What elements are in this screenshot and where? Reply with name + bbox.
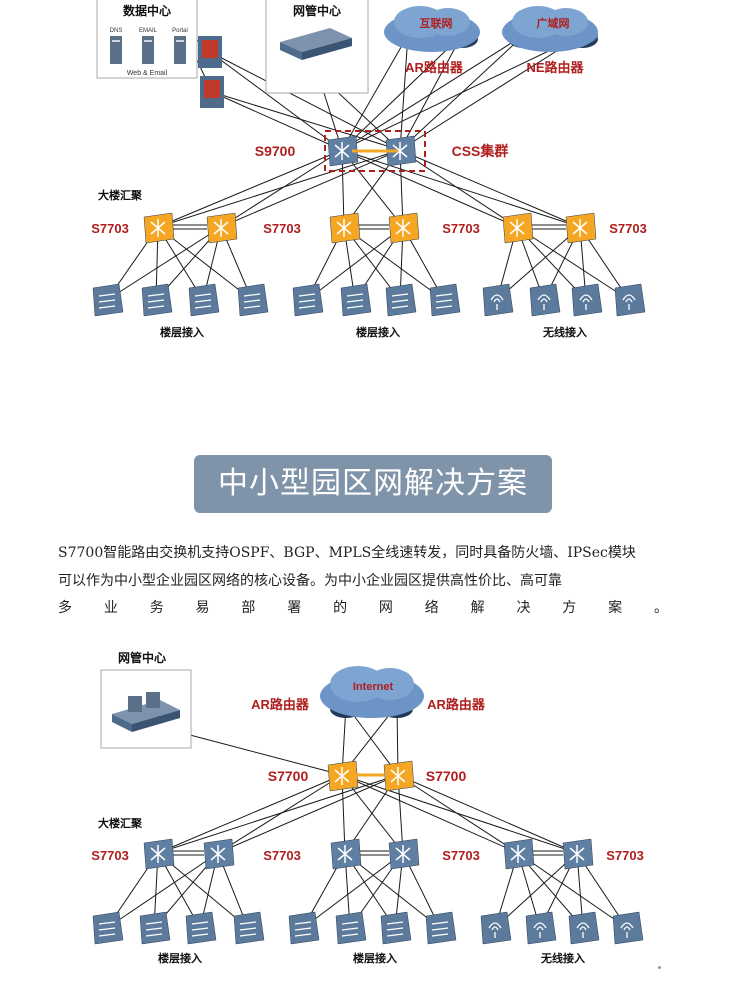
nms-title: 网管中心	[118, 650, 166, 665]
nms-server-icon	[280, 28, 352, 60]
access-switch-icon	[233, 911, 265, 945]
agg-label-3: S7703	[442, 848, 480, 863]
access-switch-icon	[185, 911, 217, 945]
core-right-label: S7700	[426, 768, 467, 784]
cluster-label: CSS集群	[452, 143, 509, 159]
agg-title: 大楼汇聚	[98, 816, 143, 830]
datacenter-item-portal: Portal	[172, 28, 188, 34]
nms-title: 网管中心	[293, 3, 341, 18]
aggregation-switch-icon	[388, 212, 420, 244]
access-switch-icon	[292, 283, 324, 317]
aggregation-switch-icon	[206, 212, 238, 244]
aggregation-switch-icon	[565, 212, 597, 244]
agg-label-4: S7703	[606, 848, 644, 863]
access-switch-icon	[141, 283, 173, 317]
description-line-1: S7700智能路由交换机支持OSPF、BGP、MPLS全线速转发，同时具备防火墙…	[58, 545, 636, 561]
agg-label-3: S7703	[442, 221, 480, 236]
access-switch-icon	[385, 283, 417, 317]
access-switch-icon	[340, 283, 372, 317]
css-cluster-outline	[324, 130, 426, 172]
agg-label-1: S7703	[91, 221, 129, 236]
nms-server-icon	[112, 692, 180, 732]
access-label-1: 楼层接入	[160, 325, 204, 339]
core-left-label: S7700	[268, 768, 309, 784]
datacenter-item-email: EMAIL	[139, 28, 158, 34]
server-rack-icon	[110, 36, 186, 64]
access-switch-icon	[429, 283, 461, 317]
wan-cloud-icon	[502, 6, 598, 52]
datacenter-caption: Web & Email	[127, 70, 168, 77]
agg-title: 大楼汇聚	[98, 188, 143, 202]
cloud-right-label: 广域网	[537, 16, 570, 30]
agg-label-2: S7703	[263, 221, 301, 236]
access-switch-icon	[335, 911, 367, 945]
access-label-3: 无线接入	[540, 951, 585, 965]
access-switch-icon	[92, 911, 124, 945]
access-label-2: 楼层接入	[356, 325, 400, 339]
router-left-label: AR路由器	[251, 697, 310, 712]
description-line-2: 可以作为中小型企业园区网络的核心设备。为中小企业园区提供高性价比、高可靠	[58, 573, 562, 589]
wireless-ap-icon	[480, 911, 512, 945]
access-switch-icon	[425, 911, 457, 945]
aggregation-switch-icon	[503, 838, 535, 870]
access-switch-icon	[188, 283, 220, 317]
access-label-3: 无线接入	[542, 325, 587, 339]
aggregation-switch-icon	[562, 838, 594, 870]
core-label: S9700	[255, 143, 296, 159]
access-switch-icon	[288, 911, 320, 945]
firewall-icon	[200, 76, 224, 108]
router-right-label: NE路由器	[526, 60, 584, 75]
access-label-2: 楼层接入	[353, 951, 397, 965]
wireless-ap-icon	[568, 911, 600, 945]
core-switch-icon	[383, 760, 415, 792]
firewall-icon	[198, 36, 222, 68]
aggregation-switch-icon	[203, 838, 235, 870]
aggregation-switch-icon	[330, 838, 362, 870]
page-marker	[658, 966, 661, 969]
router-left-label: AR路由器	[405, 60, 464, 75]
core-switch-icon	[385, 135, 417, 167]
wireless-ap-icon	[571, 283, 603, 317]
campus-network-diagram-large: 数据中心 DNS EMAIL Portal Web & Email 网管中心 互…	[91, 0, 647, 339]
aggregation-switch-icon	[502, 212, 534, 244]
wireless-ap-icon	[529, 283, 561, 317]
campus-network-diagram-small: 网管中心 Internet AR路由器 AR路由器 S7700 S7700 大楼…	[91, 650, 644, 965]
agg-label-2: S7703	[263, 848, 301, 863]
description-line-3: 多业务易部署的网络解决方案。	[58, 600, 668, 616]
cloud-label: Internet	[353, 681, 394, 693]
access-label-1: 楼层接入	[158, 951, 202, 965]
internet-cloud-icon	[384, 6, 480, 52]
cloud-left-label: 互联网	[420, 16, 453, 30]
datacenter-item-dns: DNS	[110, 28, 123, 34]
core-switch-icon	[327, 760, 359, 792]
section-title-banner: 中小型园区网解决方案	[194, 455, 552, 513]
wireless-ap-icon	[482, 283, 514, 317]
aggregation-switch-icon	[329, 212, 361, 244]
aggregation-switch-icon	[143, 212, 175, 244]
access-switch-icon	[380, 911, 412, 945]
router-right-label: AR路由器	[427, 697, 486, 712]
agg-label-4: S7703	[609, 221, 647, 236]
aggregation-switch-icon	[388, 838, 420, 870]
access-switch-icon	[92, 283, 124, 317]
access-switch-icon	[139, 911, 171, 945]
access-switch-icon	[237, 283, 269, 317]
core-switch-icon	[327, 135, 359, 167]
agg-label-1: S7703	[91, 848, 129, 863]
wireless-ap-icon	[614, 283, 646, 317]
wireless-ap-icon	[525, 911, 557, 945]
wireless-ap-icon	[612, 911, 644, 945]
aggregation-switch-icon	[143, 838, 175, 870]
internet-cloud-icon	[320, 666, 424, 718]
datacenter-title: 数据中心	[123, 3, 171, 18]
